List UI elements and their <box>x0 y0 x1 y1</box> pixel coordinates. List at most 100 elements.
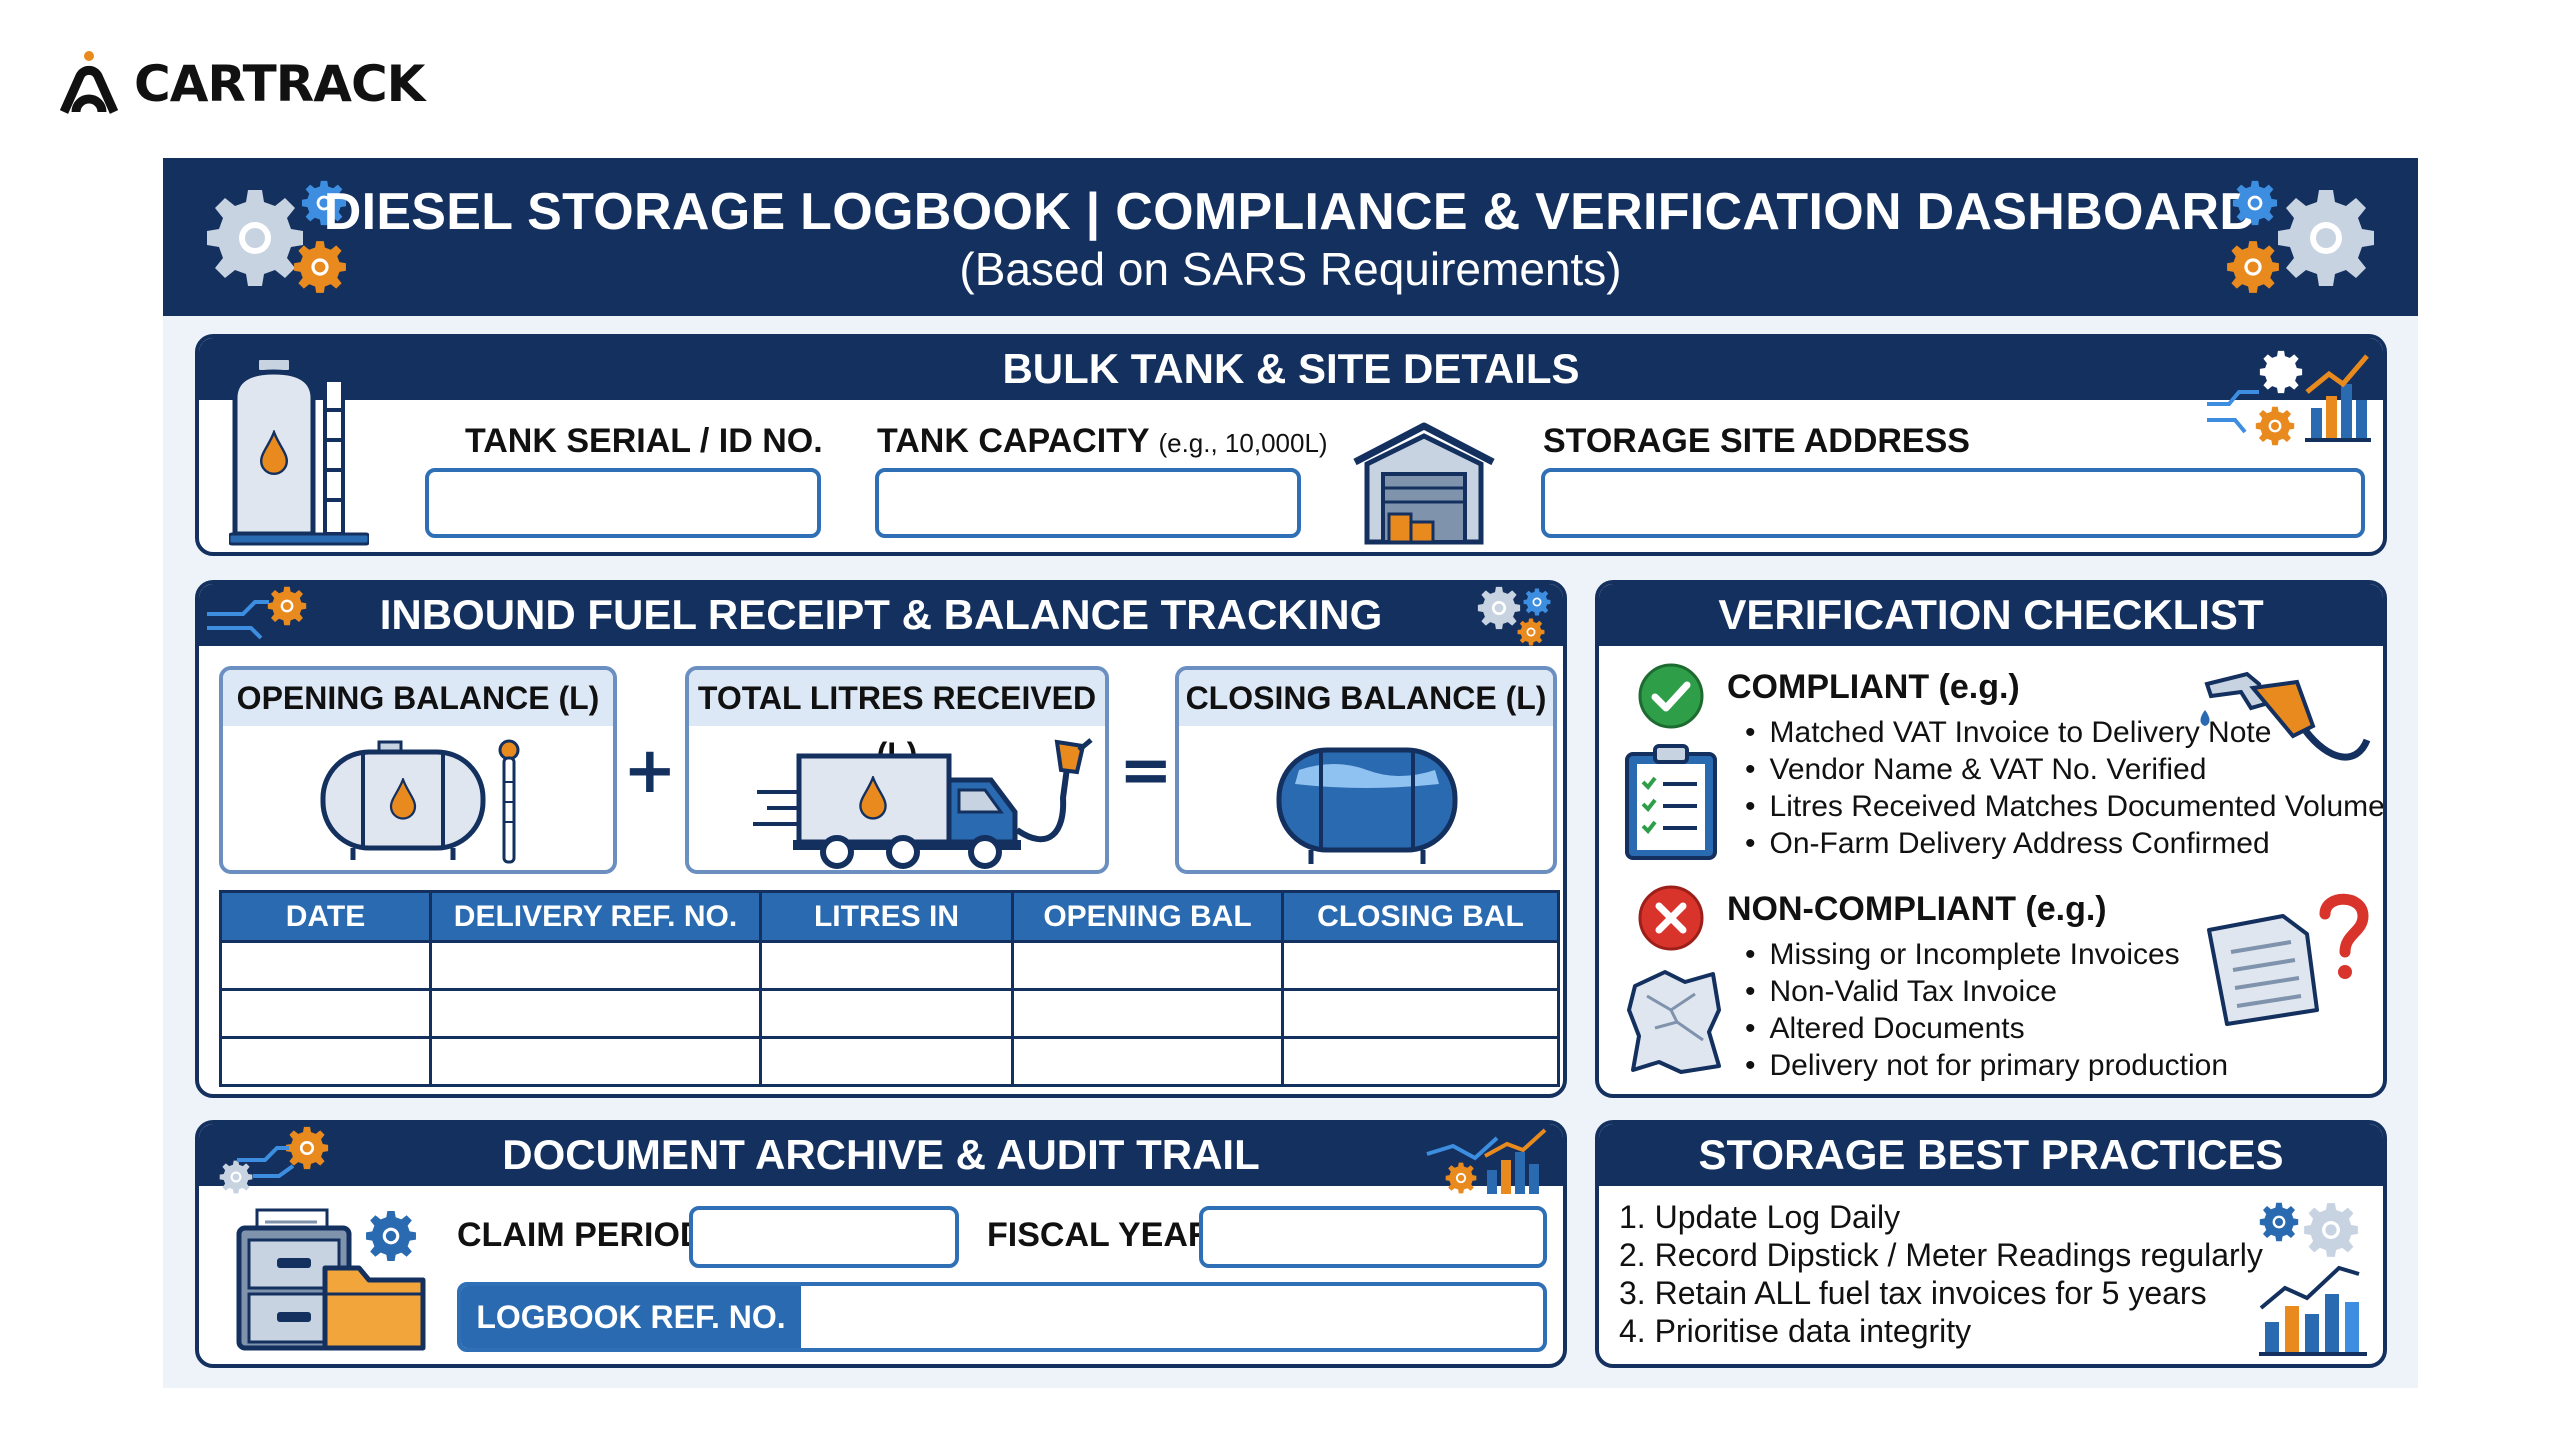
circuit-gear-icon <box>219 1126 329 1194</box>
best-practices-list: 1. Update Log Daily 2. Record Dipstick /… <box>1619 1198 2263 1350</box>
check-circle-icon <box>1638 663 1704 729</box>
table-row <box>219 1036 1560 1087</box>
compliant-list: Matched VAT Invoice to Delivery Note Ven… <box>1745 714 2383 862</box>
tank-capacity-label: TANK CAPACITY (e.g., 10,000L) <box>877 422 1328 461</box>
x-circle-icon <box>1638 885 1704 951</box>
panel-title: STORAGE BEST PRACTICES <box>1599 1124 2383 1186</box>
gears-icon <box>2218 176 2378 296</box>
full-tank-icon <box>1276 747 1458 864</box>
table-cell[interactable] <box>1011 1036 1284 1087</box>
tank-details-panel: BULK TANK & SITE DETAILS TANK SERIAL / I… <box>195 334 2387 556</box>
non-compliant-heading: NON-COMPLIANT (e.g.) <box>1727 890 2107 928</box>
compliant-heading: COMPLIANT (e.g.) <box>1727 668 2020 706</box>
document-question-icon <box>2207 893 2369 1026</box>
logbook-sheet: DIESEL STORAGE LOGBOOK | COMPLIANCE & VE… <box>163 158 2418 1388</box>
plus-operator: + <box>623 734 677 808</box>
list-item: Altered Documents <box>1745 1010 2228 1047</box>
list-item: Missing or Incomplete Invoices <box>1745 936 2228 973</box>
inbound-fuel-panel: INBOUND FUEL RECEIPT & BALANCE TRACKING … <box>195 580 1567 1098</box>
table-cell[interactable] <box>1281 988 1560 1039</box>
table-cell[interactable] <box>429 940 762 991</box>
list-item: Matched VAT Invoice to Delivery Note <box>1745 714 2383 751</box>
claim-period-label: CLAIM PERIOD <box>457 1216 705 1254</box>
opening-balance-card: OPENING BALANCE (L) <box>219 666 617 874</box>
page-subtitle: (Based on SARS Requirements) <box>959 243 1622 295</box>
table-cell[interactable] <box>1281 1036 1560 1087</box>
gear-icon <box>366 1211 416 1261</box>
analytics-gear-icon <box>2207 350 2371 446</box>
column-header-opening-bal: OPENING BAL <box>1011 890 1284 943</box>
storage-tank-icon <box>229 358 369 546</box>
panel-title: INBOUND FUEL RECEIPT & BALANCE TRACKING <box>199 584 1563 646</box>
table-cell[interactable] <box>759 940 1014 991</box>
non-compliant-list: Missing or Incomplete Invoices Non-Valid… <box>1745 936 2229 1084</box>
logbook-ref-label: LOGBOOK REF. NO. <box>461 1286 801 1348</box>
table-header-row: DATE DELIVERY REF. NO. LITRES IN OPENING… <box>219 890 1560 943</box>
card-title: TOTAL LITRES RECEIVED (L) <box>689 670 1105 772</box>
table-cell[interactable] <box>759 1036 1014 1087</box>
dashboard-header: DIESEL STORAGE LOGBOOK | COMPLIANCE & VE… <box>163 158 2418 316</box>
clipboard-checklist-icon <box>1625 744 1717 860</box>
panel-title: DOCUMENT ARCHIVE & AUDIT TRAIL <box>199 1124 1563 1186</box>
fiscal-year-input[interactable] <box>1199 1206 1547 1268</box>
card-title: CLOSING BALANCE (L) <box>1179 670 1553 726</box>
logbook-ref-input[interactable]: LOGBOOK REF. NO. <box>457 1282 1547 1352</box>
file-cabinet-folder-icon <box>236 1208 426 1351</box>
table-cell[interactable] <box>1281 940 1560 991</box>
horizontal-tank-icon <box>320 739 520 864</box>
list-item: 2. Record Dipstick / Meter Readings regu… <box>1619 1237 2263 1273</box>
panel-title: VERIFICATION CHECKLIST <box>1599 584 2383 646</box>
panel-title: BULK TANK & SITE DETAILS <box>199 338 2383 400</box>
document-archive-panel: DOCUMENT ARCHIVE & AUDIT TRAIL <box>195 1120 1567 1368</box>
crumpled-paper-icon <box>1627 970 1721 1074</box>
fuel-truck-icon <box>753 738 1093 869</box>
tank-capacity-input[interactable] <box>875 468 1301 538</box>
list-item: 1. Update Log Daily <box>1619 1199 1901 1235</box>
tank-serial-input[interactable] <box>425 468 821 538</box>
tank-serial-label: TANK SERIAL / ID NO. <box>465 422 823 460</box>
warehouse-icon <box>1353 422 1495 545</box>
circuit-gear-icon <box>207 586 307 640</box>
table-cell[interactable] <box>759 988 1014 1039</box>
brand-name: CARTRACK <box>134 55 425 113</box>
analytics-gear-icon <box>2259 1202 2367 1356</box>
table-row <box>219 988 1560 1039</box>
site-address-label: STORAGE SITE ADDRESS <box>1543 422 1970 460</box>
tank-capacity-hint: (e.g., 10,000L) <box>1158 428 1328 458</box>
table-cell[interactable] <box>429 1036 762 1087</box>
equals-operator: = <box>1119 734 1173 808</box>
list-item: Delivery not for primary production <box>1745 1047 2229 1084</box>
list-item: Non-Valid Tax Invoice <box>1745 973 2228 1010</box>
closing-balance-card: CLOSING BALANCE (L) <box>1175 666 1557 874</box>
claim-period-input[interactable] <box>689 1206 959 1268</box>
table-cell[interactable] <box>1011 940 1284 991</box>
page-title: DIESEL STORAGE LOGBOOK | COMPLIANCE & VE… <box>323 183 2258 241</box>
fiscal-year-label: FISCAL YEAR <box>987 1216 1213 1254</box>
tank-capacity-label-text: TANK CAPACITY <box>877 422 1149 460</box>
verification-checklist-panel: VERIFICATION CHECKLIST COMPLIANT (e.g.) … <box>1595 580 2387 1098</box>
analytics-gear-icon <box>1426 1128 1547 1194</box>
brand-logo: CARTRACK <box>58 50 425 118</box>
table-cell[interactable] <box>219 940 432 991</box>
card-title: OPENING BALANCE (L) <box>223 670 613 726</box>
table-cell[interactable] <box>219 988 432 1039</box>
table-cell[interactable] <box>1011 988 1284 1039</box>
column-header-litres-in: LITRES IN <box>759 890 1014 943</box>
litres-received-card: TOTAL LITRES RECEIVED (L) <box>685 666 1109 874</box>
best-practices-panel: STORAGE BEST PRACTICES 1. Update Log Dai… <box>1595 1120 2387 1368</box>
table-cell[interactable] <box>429 988 762 1039</box>
table-row <box>219 940 1560 991</box>
gears-icon <box>1477 586 1551 646</box>
list-item: Vendor Name & VAT No. Verified <box>1745 751 2383 788</box>
table-cell[interactable] <box>219 1036 432 1087</box>
list-item: On-Farm Delivery Address Confirmed <box>1745 825 2383 862</box>
column-header-date: DATE <box>219 890 432 943</box>
cartrack-logo-icon <box>59 51 119 114</box>
list-item: Litres Received Matches Documented Volum… <box>1745 788 2383 825</box>
column-header-delivery-ref: DELIVERY REF. NO. <box>429 890 762 943</box>
fuel-nozzle-icon <box>2200 671 2371 761</box>
site-address-input[interactable] <box>1541 468 2365 538</box>
fuel-receipt-table: DATE DELIVERY REF. NO. LITRES IN OPENING… <box>219 890 1560 1087</box>
list-item: 4. Prioritise data integrity <box>1619 1313 1972 1349</box>
column-header-closing-bal: CLOSING BAL <box>1281 890 1560 943</box>
